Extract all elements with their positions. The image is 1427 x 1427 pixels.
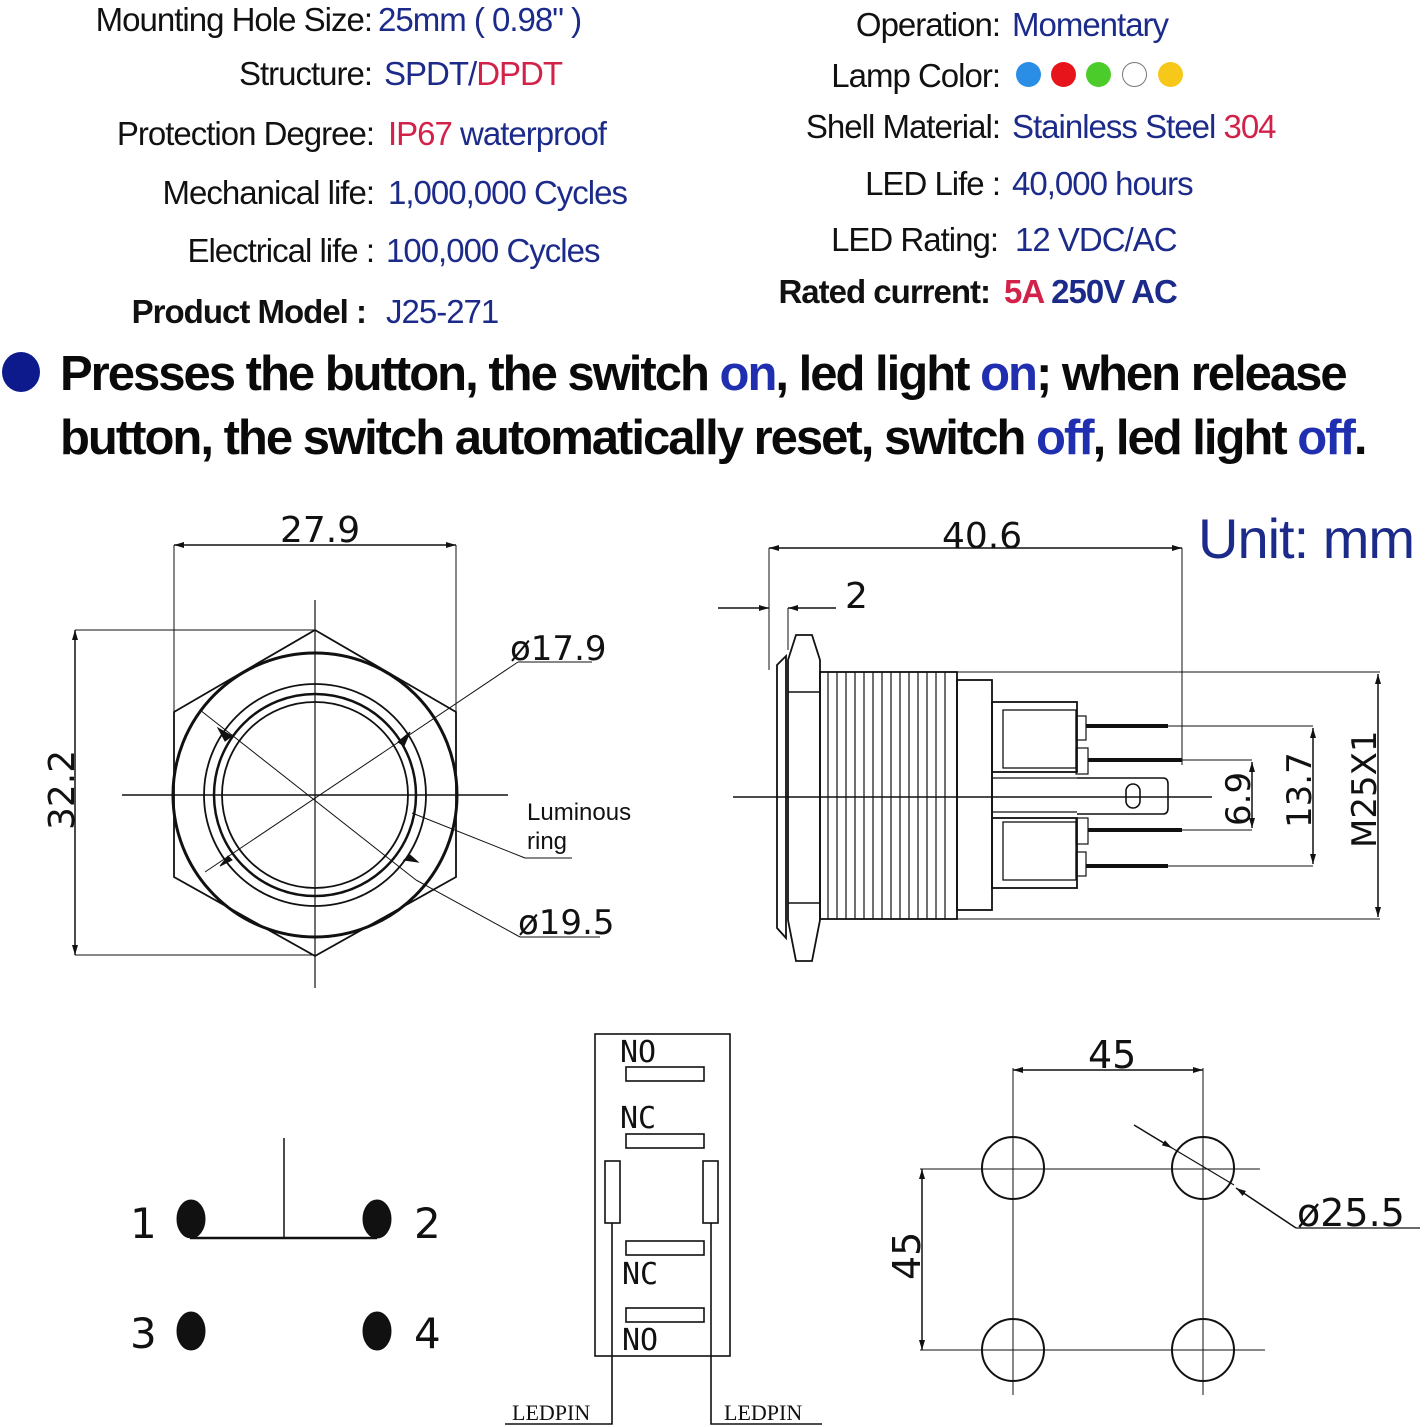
spec-label: Mechanical life: xyxy=(162,174,375,211)
front-inner-dia-dim: ø17.9 xyxy=(510,629,607,669)
led-pin-label-left: LEDPIN xyxy=(512,1400,590,1425)
spec-label: Operation: xyxy=(855,6,1001,43)
panel-cutout-diagram xyxy=(919,1067,1420,1395)
spec-label: Lamp Color: xyxy=(831,57,1001,94)
terminal-4-label: 4 xyxy=(414,1309,441,1358)
pin-label-no-top: NO xyxy=(620,1035,656,1070)
unit-label: Unit: mm xyxy=(1198,507,1415,570)
cutout-h-spacing-dim: 45 xyxy=(1088,1033,1136,1077)
thread-dim: M25X1 xyxy=(1345,730,1385,848)
bullet-dot-icon xyxy=(2,352,40,392)
side-length-dim: 40.6 xyxy=(942,516,1022,557)
lamp-color-green-swatch xyxy=(1086,62,1111,87)
spec-value: 25mm ( 0.98" ) xyxy=(378,1,582,38)
spec-label: Protection Degree: xyxy=(116,115,375,152)
spec-label: Electrical life : xyxy=(187,232,375,269)
spec-value: 1,000,000 Cycles xyxy=(388,174,628,211)
spec-value: 100,000 Cycles xyxy=(386,232,600,269)
spec-label: LED Rating: xyxy=(831,221,999,258)
spec-label: Shell Material: xyxy=(805,108,1001,145)
spec-value: IP67 waterproof xyxy=(388,115,607,152)
description-line-1: Presses the button, the switch on, led l… xyxy=(60,347,1348,401)
spec-value: J25-271 xyxy=(386,293,499,330)
luminous-ring-label-2: ring xyxy=(527,828,567,855)
lamp-color-blue-swatch xyxy=(1016,62,1041,87)
terminal-3-label: 3 xyxy=(130,1309,157,1358)
terminal-1-label: 1 xyxy=(130,1199,157,1248)
led-pin-label-right: LEDPIN xyxy=(724,1400,802,1425)
lamp-color-white-swatch xyxy=(1122,62,1147,87)
front-view-drawing xyxy=(72,542,600,988)
side-flange-dim: 2 xyxy=(845,576,868,617)
description-line-2: button, the switch automatically reset, … xyxy=(60,411,1367,465)
lamp-color-red-swatch xyxy=(1051,62,1076,87)
pin-pitch-large-dim: 13.7 xyxy=(1280,752,1320,828)
front-width-dim: 27.9 xyxy=(280,510,360,551)
spec-value: 12 VDC/AC xyxy=(1015,221,1178,258)
spec-value: Momentary xyxy=(1012,6,1169,43)
cutout-hole-dia-dim: ø25.5 xyxy=(1297,1191,1405,1235)
pin-label-no-bottom: NO xyxy=(622,1323,658,1358)
pin-pitch-small-dim: 6.9 xyxy=(1219,772,1259,826)
wiring-diagram xyxy=(176,1138,392,1351)
luminous-ring-label-1: Luminous xyxy=(527,799,631,826)
spec-label: Rated current: xyxy=(778,273,991,310)
spec-value: Stainless Steel 304 xyxy=(1012,108,1277,145)
pin-label-nc-top: NC xyxy=(620,1101,656,1136)
spec-value: 5A 250V AC xyxy=(1004,273,1178,310)
pin-label-nc-bottom: NC xyxy=(622,1257,658,1292)
spec-value: 40,000 hours xyxy=(1012,165,1194,202)
lamp-color-yellow-swatch xyxy=(1158,62,1183,87)
front-height-dim: 32.2 xyxy=(42,750,83,830)
spec-value: SPDT/DPDT xyxy=(384,55,563,92)
front-outer-dia-dim: ø19.5 xyxy=(518,903,615,943)
spec-label: Product Model : xyxy=(131,293,367,330)
cutout-v-spacing-dim: 45 xyxy=(885,1232,929,1280)
terminal-2-label: 2 xyxy=(414,1199,441,1248)
spec-label: Mounting Hole Size: xyxy=(95,1,373,38)
spec-label: Structure: xyxy=(238,55,373,92)
spec-label: LED Life : xyxy=(865,165,1001,202)
pin-layout-diagram xyxy=(505,1033,822,1425)
side-view-drawing xyxy=(718,545,1381,962)
